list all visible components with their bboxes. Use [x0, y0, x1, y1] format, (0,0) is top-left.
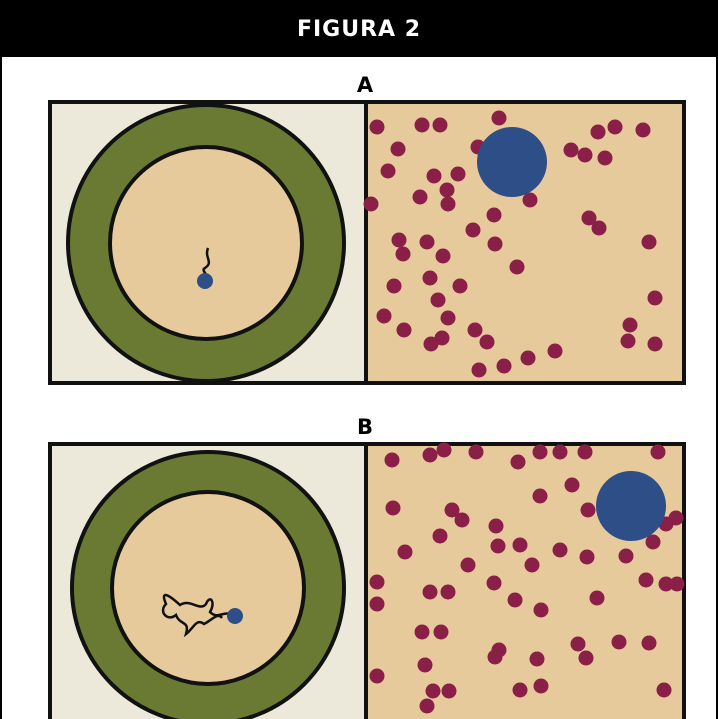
dot [418, 658, 433, 673]
dot [434, 625, 449, 640]
dot [579, 651, 594, 666]
dot [426, 684, 441, 699]
dot [571, 637, 586, 652]
dot [581, 503, 596, 518]
water-maze-arena [112, 492, 304, 684]
dot [508, 593, 523, 608]
dot [534, 603, 549, 618]
dot [513, 683, 528, 698]
dot [639, 573, 654, 588]
platform-marker [227, 608, 243, 624]
dot [534, 679, 549, 694]
panel-b-left [50, 444, 366, 719]
dot [590, 591, 605, 606]
dot [455, 513, 470, 528]
dot [423, 585, 438, 600]
dot [553, 445, 568, 460]
dot [370, 575, 385, 590]
dot [670, 577, 685, 592]
dot [642, 636, 657, 651]
dot [657, 683, 672, 698]
dot [423, 448, 438, 463]
dot [578, 445, 593, 460]
dot [513, 538, 528, 553]
dot [442, 684, 457, 699]
dot [461, 558, 476, 573]
dot [437, 443, 452, 458]
dot [398, 545, 413, 560]
dot [533, 445, 548, 460]
dot [386, 501, 401, 516]
dot [619, 549, 634, 564]
dot [530, 652, 545, 667]
dot [441, 585, 456, 600]
dot [565, 478, 580, 493]
dot [612, 635, 627, 650]
dot [420, 699, 435, 714]
dot [651, 445, 666, 460]
dot [433, 529, 448, 544]
dot [553, 543, 568, 558]
dot [370, 597, 385, 612]
dot [488, 650, 503, 665]
dot [489, 519, 504, 534]
dot [646, 535, 661, 550]
dot [511, 455, 526, 470]
dot [370, 669, 385, 684]
dot [491, 539, 506, 554]
dot [487, 576, 502, 591]
dot [525, 558, 540, 573]
dot [580, 550, 595, 565]
panel-b-right [366, 443, 685, 719]
dot [415, 625, 430, 640]
dot [469, 445, 484, 460]
target-platform [596, 471, 666, 541]
dot [533, 489, 548, 504]
dot [385, 453, 400, 468]
